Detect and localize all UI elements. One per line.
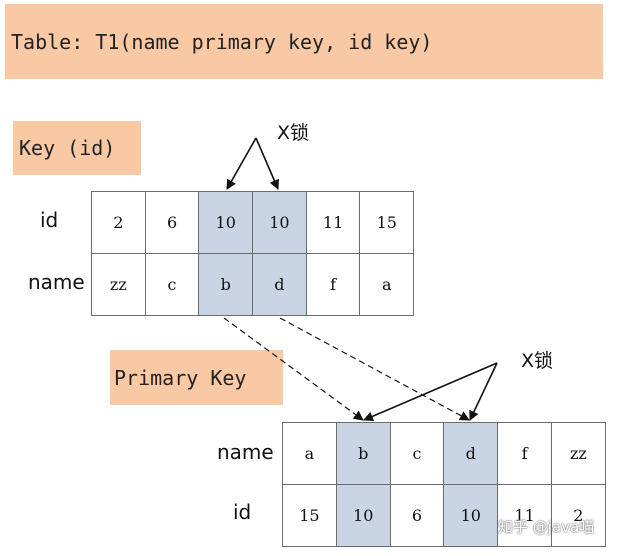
key-table-id-row: 2 6 10 10 11 15 bbox=[91, 191, 415, 254]
pk-row-label-name: name bbox=[217, 440, 274, 464]
key-name-cell: c bbox=[144, 253, 200, 316]
lock-arrow-bottom-right bbox=[469, 362, 498, 421]
pk-name-cell-locked: d bbox=[443, 422, 499, 485]
key-table-name-row: zz c b d f a bbox=[91, 253, 415, 316]
key-id-cell: 11 bbox=[305, 191, 361, 254]
primary-index-table: a b c d f zz 15 10 6 10 11 2 bbox=[282, 422, 606, 547]
pk-id-cell-locked: 10 bbox=[443, 484, 499, 547]
pk-name-cell: zz bbox=[550, 422, 606, 485]
lock-arrow-bottom-left bbox=[363, 362, 498, 422]
pk-name-cell: f bbox=[497, 422, 552, 485]
key-row-label-name: name bbox=[28, 270, 85, 294]
key-id-cell-locked: 10 bbox=[252, 191, 307, 254]
dashed-pointer-arrow-d bbox=[279, 317, 470, 421]
x-lock-label-bottom: X锁 bbox=[521, 350, 554, 372]
pk-name-cell-locked: b bbox=[335, 422, 391, 485]
primary-key-label: Primary Key bbox=[110, 350, 283, 405]
pk-id-cell: 2 bbox=[550, 484, 606, 547]
pk-id-cell-locked: 10 bbox=[335, 484, 391, 547]
key-name-cell-locked: b bbox=[198, 253, 254, 316]
pk-name-cell: a bbox=[282, 422, 337, 485]
key-row-label-id: id bbox=[40, 208, 59, 232]
watermark-text: 知乎 @java喵 bbox=[498, 518, 595, 536]
key-id-label: Key (id) bbox=[13, 121, 141, 175]
pk-id-cell: 11 bbox=[497, 484, 552, 547]
pk-row-label-id: id bbox=[233, 500, 252, 524]
lock-arrow-top-right bbox=[255, 137, 280, 190]
key-id-cell-locked: 10 bbox=[198, 191, 254, 254]
key-name-cell: zz bbox=[91, 253, 146, 316]
secondary-index-table: 2 6 10 10 11 15 zz c b d f a bbox=[91, 191, 415, 316]
pk-id-cell: 15 bbox=[282, 484, 337, 547]
key-id-cell: 15 bbox=[359, 191, 415, 254]
lock-arrow-top-left bbox=[226, 137, 257, 190]
key-id-cell: 2 bbox=[91, 191, 146, 254]
pk-table-name-row: a b c d f zz bbox=[282, 422, 606, 485]
table-title: Table: T1(name primary key, id key) bbox=[5, 4, 603, 79]
x-lock-label-top: X锁 bbox=[277, 122, 310, 144]
pk-table-id-row: 15 10 6 10 11 2 bbox=[282, 484, 606, 547]
key-id-cell: 6 bbox=[144, 191, 200, 254]
key-name-cell: f bbox=[305, 253, 361, 316]
pk-name-cell: c bbox=[389, 422, 445, 485]
key-name-cell: a bbox=[359, 253, 415, 316]
key-name-cell-locked: d bbox=[252, 253, 307, 316]
pk-id-cell: 6 bbox=[389, 484, 445, 547]
